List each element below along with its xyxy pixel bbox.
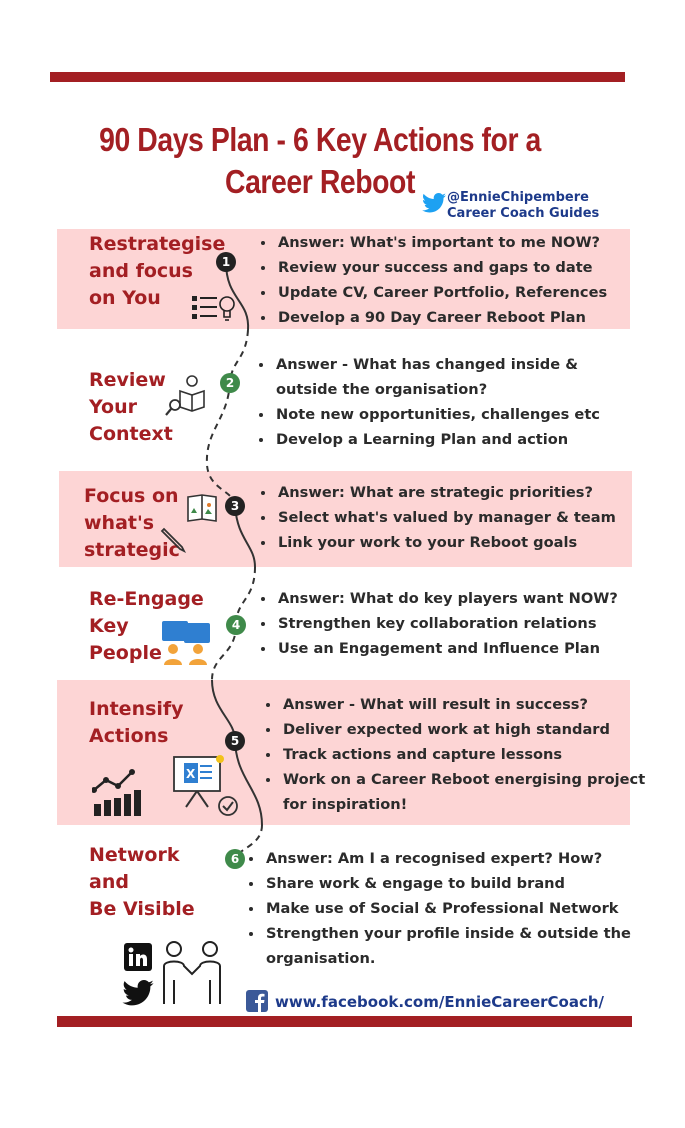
- list-item: Answer: Am I a recognised expert? How?: [264, 846, 649, 871]
- section-2-title-line: Review: [89, 369, 166, 391]
- section-6-title-line: Network: [89, 844, 180, 866]
- section-4-title-line: People: [89, 642, 162, 664]
- list-item: Work on a Career Reboot energising proje…: [281, 767, 646, 817]
- section-5-title: Intensify Actions: [89, 696, 184, 750]
- section-1-points: Answer: What's important to me NOW? Revi…: [258, 230, 646, 330]
- list-item: Share work & engage to build brand: [264, 871, 649, 896]
- step-marker-1: 1: [216, 252, 236, 272]
- list-item: Update CV, Career Portfolio, References: [276, 280, 646, 305]
- list-item: Deliver expected work at high standard: [281, 717, 646, 742]
- section-band-5: [57, 680, 630, 825]
- list-item: Develop a Learning Plan and action: [274, 427, 634, 452]
- subtitle-text: Career Coach Guides: [447, 206, 600, 221]
- svg-text:X: X: [186, 767, 196, 781]
- step-marker-3: 3: [225, 496, 245, 516]
- handshake-icon: [163, 941, 221, 1004]
- section-3-title-line: what's: [84, 512, 155, 534]
- section-4-title-line: Re-Engage: [89, 588, 204, 610]
- list-item: Link your work to your Reboot goals: [276, 530, 648, 555]
- section-4-title-line: Key: [89, 615, 129, 637]
- list-item: Answer - What has changed inside & outsi…: [274, 352, 634, 402]
- twitter-icon: [422, 193, 446, 213]
- step-marker-5: 5: [225, 731, 245, 751]
- list-item: Develop a 90 Day Career Reboot Plan: [276, 305, 646, 330]
- section-band-1: [57, 229, 630, 329]
- step-marker-4: 4: [226, 615, 246, 635]
- twitter-icon[interactable]: [122, 980, 154, 1006]
- section-6-title: Network and Be Visible: [89, 842, 195, 923]
- list-item: Track actions and capture lessons: [281, 742, 646, 767]
- section-1-title-line: and focus: [89, 260, 193, 282]
- list-item: Answer: What's important to me NOW?: [276, 230, 646, 255]
- step-marker-2: 2: [220, 373, 240, 393]
- list-item: Make use of Social & Professional Networ…: [264, 896, 649, 921]
- section-1-title: Restrategise and focus on You: [89, 231, 225, 312]
- list-item: Note new opportunities, challenges etc: [274, 402, 634, 427]
- list-item: Strengthen key collaboration relations: [276, 611, 648, 636]
- twitter-handle[interactable]: @EnnieChipembere Career Coach Guides: [447, 190, 599, 222]
- section-4-title: Re-Engage Key People: [89, 586, 204, 667]
- section-6-points: Answer: Am I a recognised expert? How? S…: [246, 846, 649, 971]
- presentation-excel-icon: X: [173, 755, 238, 816]
- book-pencil-icon: [160, 494, 217, 554]
- section-2-title: Review Your Context: [89, 367, 173, 448]
- bottom-bar: [57, 1016, 632, 1027]
- section-2-points: Answer - What has changed inside & outsi…: [256, 352, 634, 452]
- section-6-title-line: Be Visible: [89, 898, 195, 920]
- twitter-handle-text[interactable]: @EnnieChipembere: [447, 190, 589, 205]
- section-4-points: Answer: What do key players want NOW? St…: [258, 586, 648, 661]
- section-3-title-line: strategic: [84, 539, 180, 561]
- section-5-title-line: Intensify: [89, 698, 184, 720]
- section-3-title-line: Focus on: [84, 485, 179, 507]
- list-item: Use an Engagement and Influence Plan: [276, 636, 648, 661]
- page-title: 90 Days Plan - 6 Key Actions for a: [99, 121, 541, 158]
- list-item: Strengthen your profile inside & outside…: [264, 921, 649, 971]
- list-item: Answer - What will result in success?: [281, 692, 646, 717]
- section-2-title-line: Context: [89, 423, 173, 445]
- section-2-title-line: Your: [89, 396, 137, 418]
- step-marker-6: 6: [225, 849, 245, 869]
- linkedin-icon[interactable]: [124, 943, 152, 971]
- section-5-points: Answer - What will result in success? De…: [263, 692, 646, 817]
- top-bar: [50, 72, 625, 82]
- page-title-line2: Career Reboot: [225, 163, 415, 200]
- facebook-link[interactable]: www.facebook.com/EnnieCareerCoach/: [275, 993, 605, 1011]
- section-3-title: Focus on what's strategic: [84, 483, 180, 564]
- reading-search-icon: [165, 375, 205, 416]
- facebook-icon[interactable]: [246, 990, 268, 1012]
- checklist-bulb-icon: [192, 296, 235, 321]
- list-item: Answer: What do key players want NOW?: [276, 586, 648, 611]
- people-meeting-icon: [162, 621, 210, 665]
- section-band-3: [59, 471, 632, 567]
- section-6-title-line: and: [89, 871, 129, 893]
- list-item: Review your success and gaps to date: [276, 255, 646, 280]
- section-1-title-line: Restrategise: [89, 233, 226, 255]
- rising-chart-icon: [92, 769, 141, 816]
- list-item: Select what's valued by manager & team: [276, 505, 648, 530]
- section-3-points: Answer: What are strategic priorities? S…: [258, 480, 648, 555]
- list-item: Answer: What are strategic priorities?: [276, 480, 648, 505]
- section-1-title-line: on You: [89, 287, 161, 309]
- section-5-title-line: Actions: [89, 725, 169, 747]
